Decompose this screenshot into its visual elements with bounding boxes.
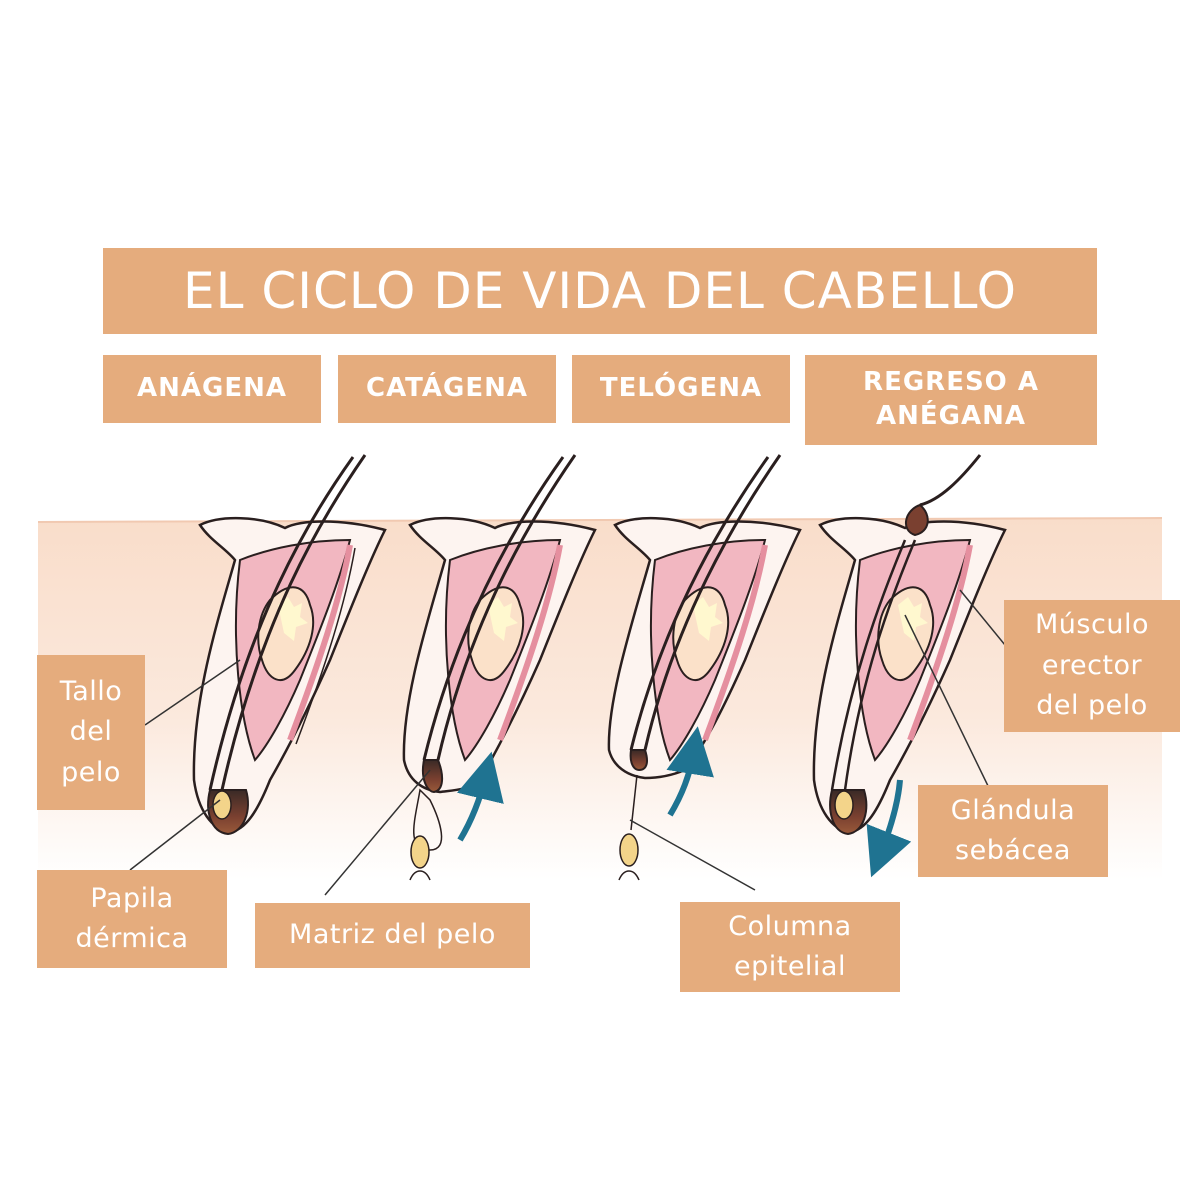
page-title: EL CICLO DE VIDA DEL CABELLO: [103, 248, 1097, 334]
leader-lines: [129, 589, 1006, 896]
upward-arrow-icon: [666, 726, 714, 817]
follicle-return-anagen: [812, 454, 1007, 836]
phase-telogen: TELÓGENA: [572, 355, 790, 423]
label-musculo: Músculo erector del pelo: [1004, 600, 1180, 732]
phase-catagen: CATÁGENA: [338, 355, 556, 423]
follicle-anagen: [192, 454, 387, 836]
phase-anagen: ANÁGENA: [103, 355, 321, 423]
upward-arrow-icon: [457, 751, 504, 842]
label-columna: Columna epitelial: [680, 902, 900, 992]
label-papila: Papila dérmica: [37, 870, 227, 968]
label-glandula: Glándula sebácea: [918, 785, 1108, 877]
downward-arrow-icon: [866, 779, 912, 878]
label-tallo: Tallo del pelo: [37, 655, 145, 810]
phase-return-anagen: REGRESO A ANÉGANA: [805, 355, 1097, 445]
follicle-telogen: [607, 454, 802, 881]
label-matriz: Matriz del pelo: [255, 903, 530, 968]
